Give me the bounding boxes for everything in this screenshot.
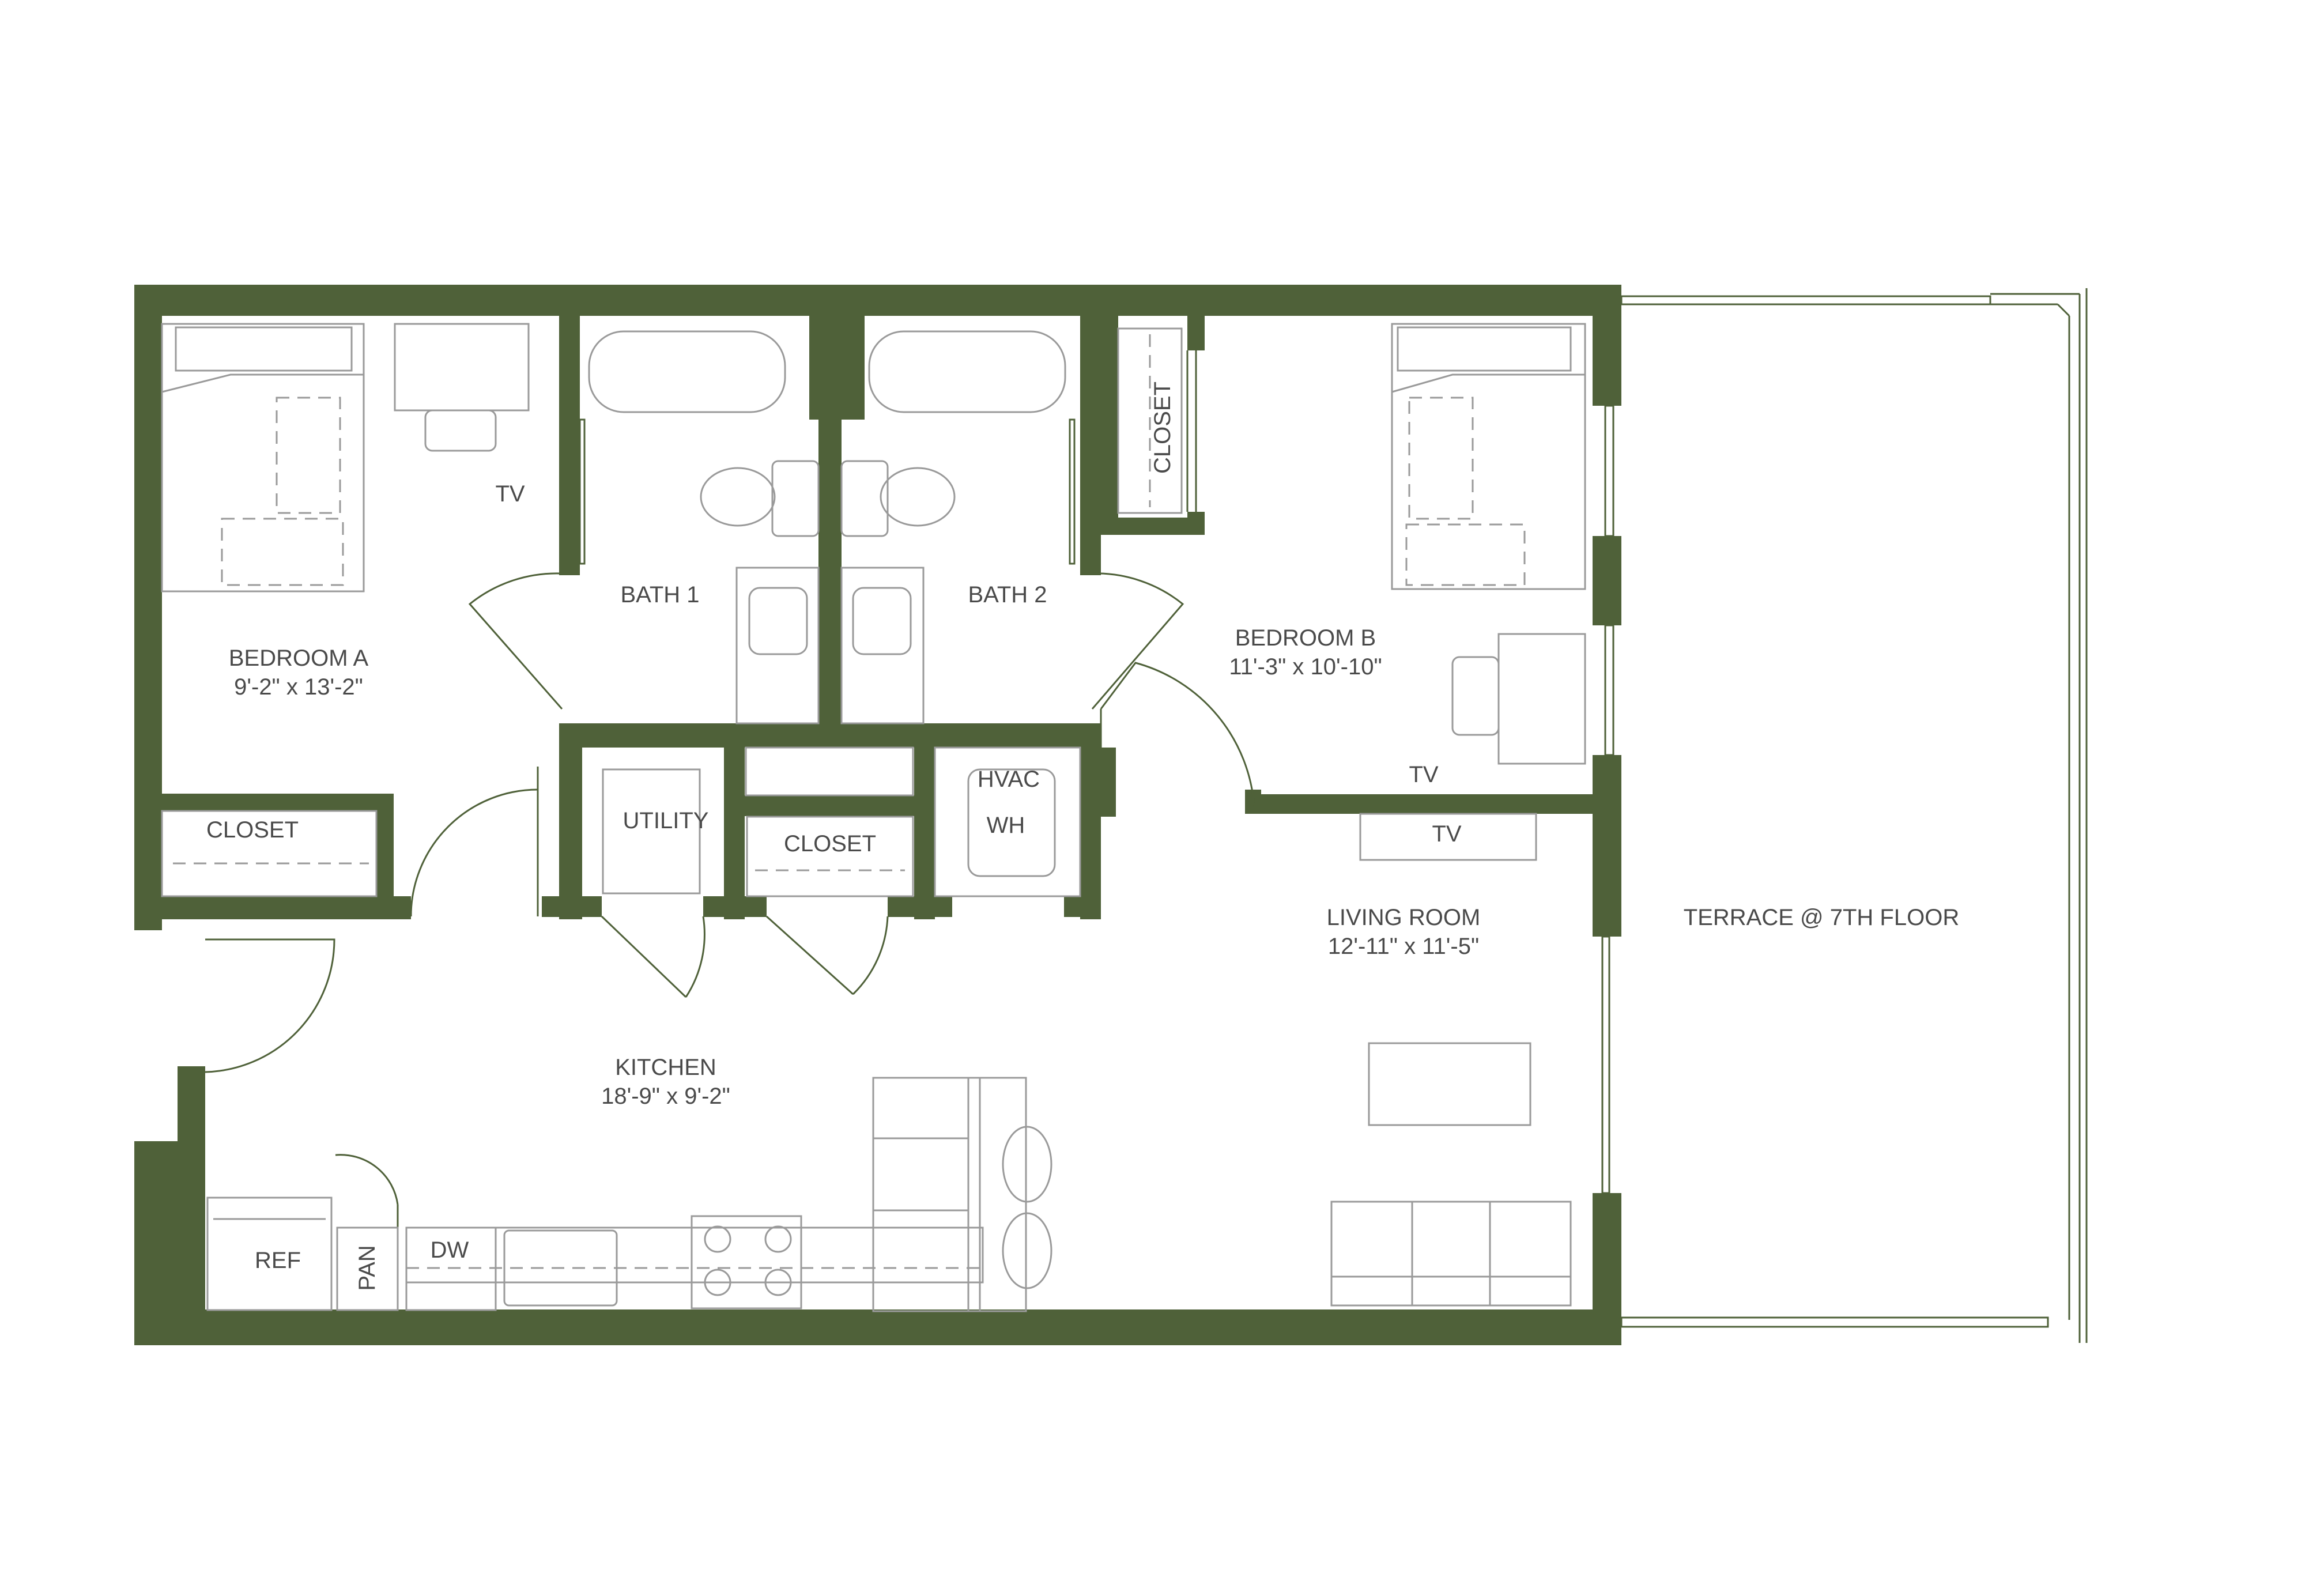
hvac-unit [967, 768, 1056, 877]
closet-a-rod [161, 810, 378, 897]
windows [579, 350, 1614, 1194]
closet-b-label: CLOSET [1150, 382, 1175, 474]
kitchen-dims: 18'-9" x 9'-2" [601, 1084, 730, 1109]
doors [205, 572, 1255, 1303]
tv-living-label: TV [1432, 821, 1461, 847]
stool-1 [1002, 1126, 1052, 1203]
tv-b-label: TV [1409, 762, 1438, 787]
pantry [336, 1226, 399, 1311]
bedroom-a-dims: 9'-2" x 13'-2" [234, 674, 363, 700]
toilet-1 [700, 467, 776, 527]
closet-a-label: CLOSET [206, 817, 299, 843]
exterior-walls [134, 285, 1621, 1345]
ref-label: REF [255, 1248, 301, 1273]
desk-a [394, 323, 530, 412]
room-labels: BEDROOM A 9'-2" x 13'-2" BATH 1 BATH 2 B… [206, 382, 1959, 1291]
bath-1-name: BATH 1 [620, 582, 699, 607]
kitchen-name: KITCHEN [615, 1055, 716, 1080]
bed-a [161, 323, 365, 592]
tv-a-label: TV [495, 481, 525, 507]
living-room-name: LIVING ROOM [1327, 905, 1481, 930]
closet-hall-label: CLOSET [784, 831, 876, 856]
bath-2-name: BATH 2 [968, 582, 1047, 607]
interior-walls [134, 316, 1621, 919]
coffee-table [1368, 1042, 1531, 1126]
furniture [161, 323, 1586, 1312]
toilet-2 [880, 467, 956, 527]
wh-label: WH [987, 813, 1025, 838]
utility-unit [602, 768, 701, 895]
bedroom-a-name: BEDROOM A [229, 646, 369, 671]
desk-b [1497, 633, 1586, 765]
living-room-dims: 12'-11" x 11'-5" [1328, 934, 1479, 959]
terrace-name: TERRACE @ 7TH FLOOR [1684, 905, 1959, 930]
bathtub-1 [588, 330, 786, 413]
bathtub-2 [868, 330, 1066, 413]
bed-b [1391, 323, 1586, 590]
stool-2 [1002, 1212, 1052, 1289]
kitchen-sink [503, 1229, 618, 1307]
range [691, 1215, 802, 1309]
bedroom-b-name: BEDROOM B [1235, 625, 1376, 651]
tv-stand-living [1359, 813, 1537, 861]
vanity-1 [735, 567, 820, 724]
refrigerator [206, 1197, 333, 1311]
kitchen-island [872, 1077, 1027, 1312]
closet-b-rod [1117, 327, 1183, 514]
utility-label: UTILITY [623, 808, 709, 833]
vanity-2 [840, 567, 925, 724]
hvac-label: HVAC [978, 767, 1040, 792]
chair-a [424, 409, 497, 452]
terrace-railing [1620, 288, 2088, 1343]
dw-label: DW [431, 1237, 469, 1263]
sofa [1330, 1201, 1572, 1307]
bedroom-b-dims: 11'-3" x 10'-10" [1229, 654, 1382, 680]
chair-b [1451, 656, 1500, 736]
pan-label: PAN [354, 1245, 380, 1290]
